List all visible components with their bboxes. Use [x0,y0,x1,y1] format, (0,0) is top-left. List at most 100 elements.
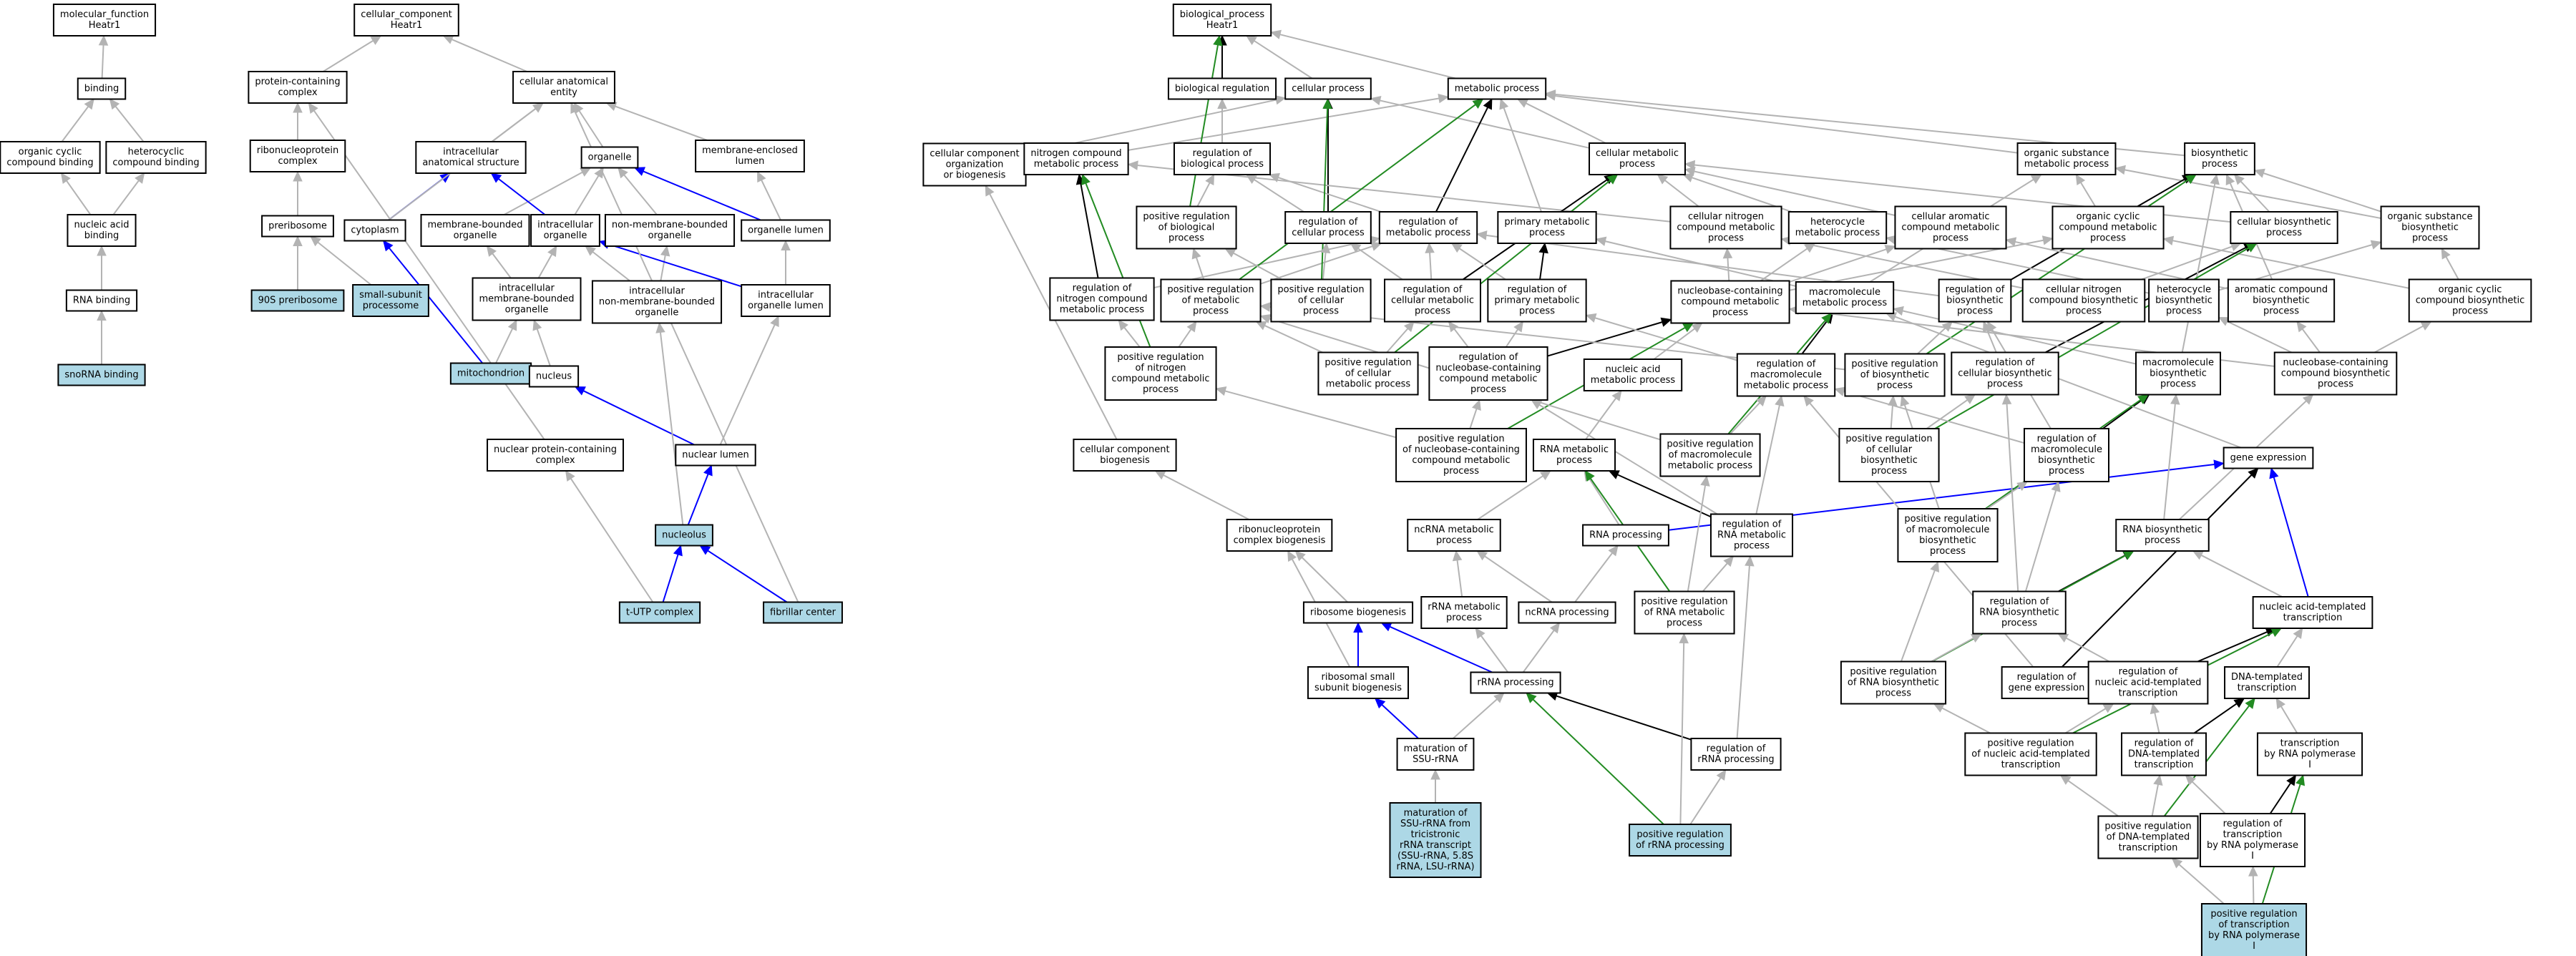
go-term-node-mito[interactable]: mitochondrion [449,362,532,385]
go-term-node-cp[interactable]: cellular process [1284,77,1372,100]
go-term-node-p90s[interactable]: 90S preribosome [250,289,345,312]
go-term-node-tutp[interactable]: t-UTP complex [618,601,701,624]
go-term-node-binding[interactable]: binding [77,77,127,100]
go-term-node-ncrnap[interactable]: ncRNA processing [1518,601,1616,624]
go-term-node-nl[interactable]: nuclear lumen [675,444,756,467]
go-term-node-fc[interactable]: fibrillar center [763,601,843,624]
go-term-node-nucleolus[interactable]: nucleolus [655,524,713,547]
go-term-node-ol[interactable]: organelle lumen [741,219,831,242]
go-term-node-inmbo[interactable]: intracellularnon-membrane-boundedorganel… [591,280,723,324]
go-term-node-rmbp[interactable]: regulation ofmacromoleculebiosyntheticpr… [2023,428,2110,482]
go-term-node-rrnap[interactable]: rRNA processing [1470,671,1561,694]
go-term-node-organelle[interactable]: organelle [580,146,639,169]
go-term-node-rnab[interactable]: RNA binding [65,289,138,312]
go-term-node-ge[interactable]: gene expression [2223,447,2314,469]
go-term-node-rnbcmp[interactable]: regulation ofnucleobase-containingcompou… [1428,346,1548,401]
go-term-node-cytoplasm[interactable]: cytoplasm [343,219,406,242]
go-term-node-snorna[interactable]: snoRNA binding [57,364,146,386]
go-term-node-ribob[interactable]: ribosome biogenesis [1302,601,1414,624]
go-term-node-rnap[interactable]: RNA processing [1582,524,1669,547]
go-term-node-preribo[interactable]: preribosome [261,215,334,238]
go-term-node-breg[interactable]: biological regulation [1167,77,1277,100]
go-term-node-nucleus[interactable]: nucleus [528,365,580,388]
